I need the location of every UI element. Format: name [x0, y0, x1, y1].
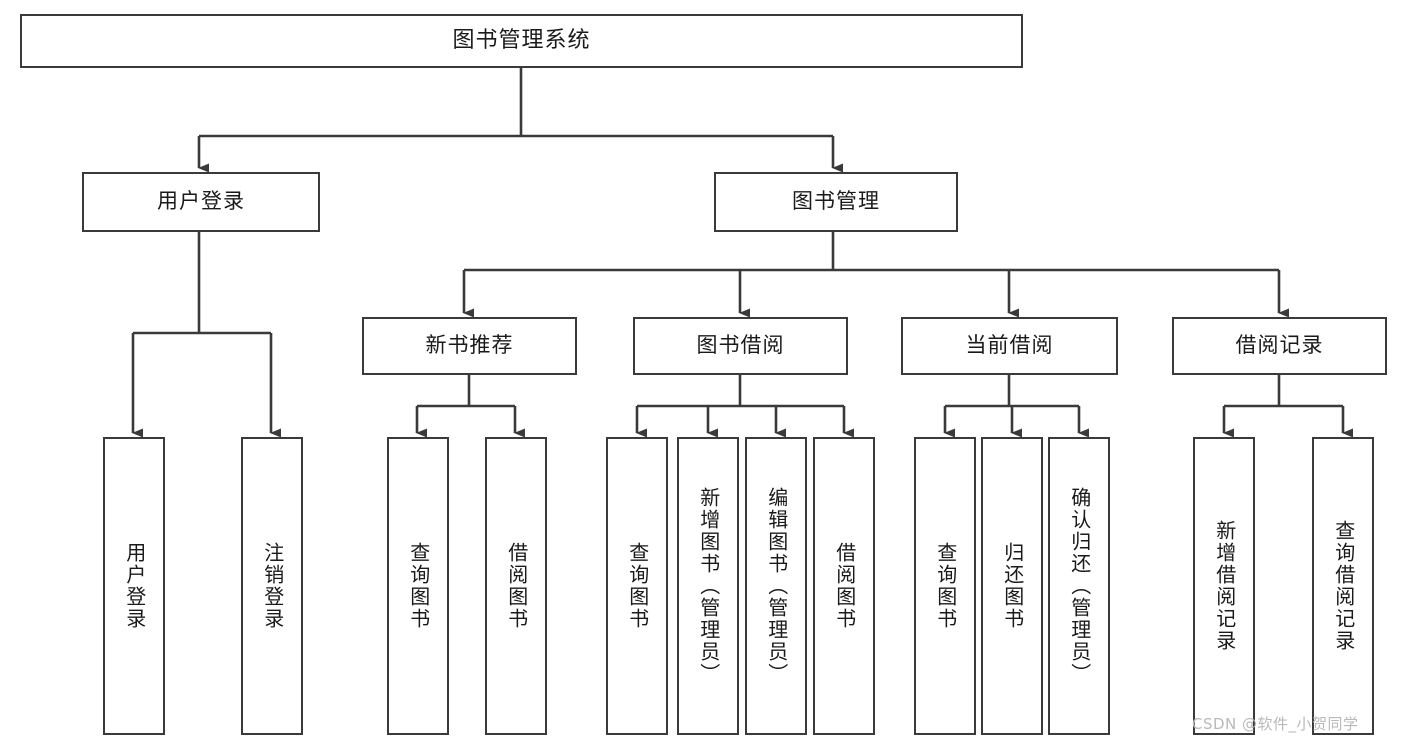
leaf-add-book-admin[interactable]: 新增图书（管理员） [677, 437, 739, 735]
leaf-label: 新增图书（管理员） [696, 487, 721, 685]
leaf-query-book-borrow[interactable]: 查询图书 [606, 437, 668, 735]
leaf-label: 用户登录 [122, 542, 147, 630]
node-new-book-recommend[interactable]: 新书推荐 [362, 317, 577, 375]
leaf-label: 查询图书 [625, 542, 650, 630]
leaf-query-borrow-record[interactable]: 查询借阅记录 [1312, 437, 1374, 735]
node-user-login[interactable]: 用户登录 [82, 172, 320, 232]
csdn-watermark: CSDN @软件_小贺同学 [1192, 715, 1359, 733]
leaf-borrow-book-recommend[interactable]: 借阅图书 [485, 437, 547, 735]
leaf-label: 借阅图书 [504, 542, 529, 630]
leaf-label: 新增借阅记录 [1212, 520, 1237, 652]
leaf-add-borrow-record[interactable]: 新增借阅记录 [1193, 437, 1255, 735]
leaf-return-book[interactable]: 归还图书 [981, 437, 1043, 735]
leaf-label: 查询图书 [933, 542, 958, 630]
leaf-label: 借阅图书 [832, 542, 857, 630]
leaf-query-book-recommend[interactable]: 查询图书 [387, 437, 449, 735]
node-book-borrow[interactable]: 图书借阅 [633, 317, 848, 375]
leaf-logout[interactable]: 注销登录 [241, 437, 303, 735]
leaf-label: 归还图书 [1000, 542, 1025, 630]
leaf-borrow-book[interactable]: 借阅图书 [813, 437, 875, 735]
leaf-label: 查询图书 [406, 542, 431, 630]
leaf-label: 查询借阅记录 [1331, 520, 1356, 652]
leaf-query-book-current[interactable]: 查询图书 [914, 437, 976, 735]
leaf-confirm-return-admin[interactable]: 确认归还（管理员） [1048, 437, 1110, 735]
node-root-system[interactable]: 图书管理系统 [20, 14, 1023, 68]
leaf-edit-book-admin[interactable]: 编辑图书（管理员） [745, 437, 807, 735]
node-borrow-record[interactable]: 借阅记录 [1172, 317, 1387, 375]
leaf-label: 注销登录 [260, 542, 285, 630]
node-book-management[interactable]: 图书管理 [714, 172, 958, 232]
node-current-borrow[interactable]: 当前借阅 [901, 317, 1118, 375]
leaf-label: 编辑图书（管理员） [764, 487, 789, 685]
leaf-user-login[interactable]: 用户登录 [103, 437, 165, 735]
leaf-label: 确认归还（管理员） [1067, 487, 1092, 685]
